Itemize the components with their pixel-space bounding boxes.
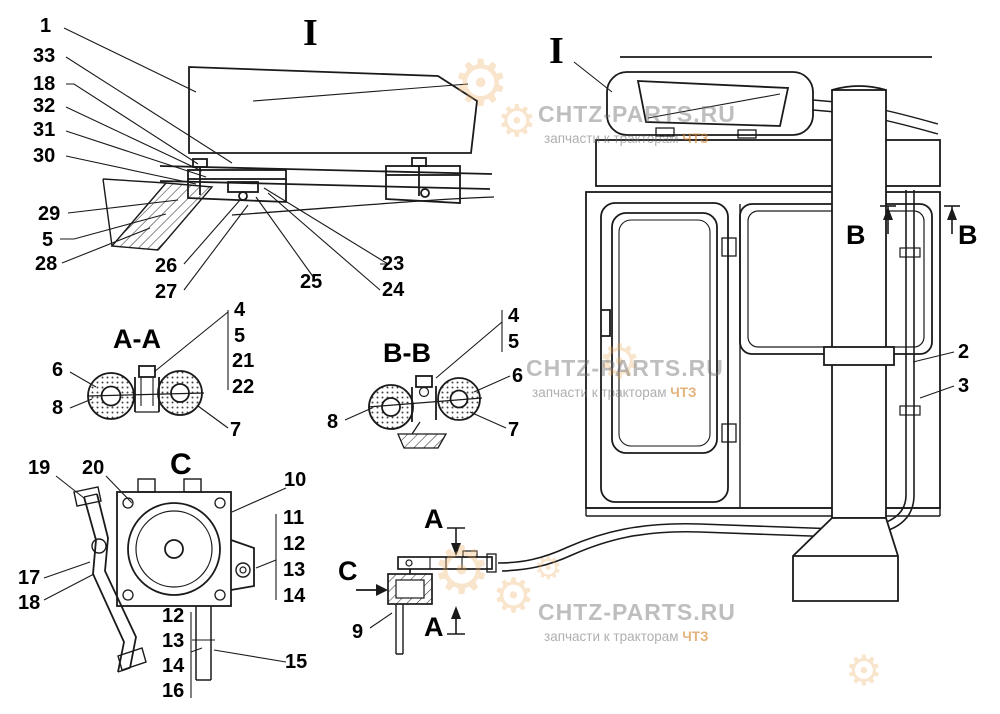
callout-part-8: 8 — [327, 411, 339, 433]
callout-part-23: 23 — [382, 253, 405, 275]
callout-part-10: 10 — [284, 469, 307, 491]
view-label-I-cab: I — [549, 30, 564, 72]
callout-part-26: 26 — [155, 255, 178, 277]
view-arrow-label-c: C — [338, 556, 358, 586]
callout-part-2: 2 — [958, 341, 970, 363]
callout-part-18: 18 — [18, 592, 41, 614]
callout-part-12: 12 — [283, 533, 306, 555]
valve-assembly — [387, 550, 497, 655]
leader-lines — [43, 27, 955, 698]
callout-part-6: 6 — [52, 359, 64, 381]
section-bb-view — [367, 375, 483, 449]
cut-label-b-left: B — [846, 220, 866, 250]
callout-part-6: 6 — [512, 365, 524, 387]
callout-part-12: 12 — [162, 605, 185, 627]
cab-side-view — [497, 56, 941, 602]
callout-part-28: 28 — [35, 253, 58, 275]
cut-label-b-right: B — [958, 220, 978, 250]
callout-part-13: 13 — [283, 559, 306, 581]
view-label-I-detail: I — [303, 12, 318, 54]
callout-part-31: 31 — [33, 119, 56, 141]
muffler-boot — [792, 517, 899, 602]
bracket-foot — [397, 433, 448, 449]
callout-part-14: 14 — [162, 655, 185, 677]
section-label-bb: B-B — [383, 338, 431, 368]
callout-part-25: 25 — [300, 271, 323, 293]
bar — [397, 556, 493, 570]
callout-part-22: 22 — [232, 376, 255, 398]
section-a-cut-marks — [447, 527, 465, 635]
callout-part-9: 9 — [352, 621, 364, 643]
callout-part-7: 7 — [508, 419, 520, 441]
view-label-c: C — [170, 448, 192, 481]
callout-part-5: 5 — [508, 331, 520, 353]
callout-part-14: 14 — [283, 585, 306, 607]
callout-part-21: 21 — [232, 350, 255, 372]
callout-part-5: 5 — [234, 325, 246, 347]
callout-part-18: 18 — [33, 73, 56, 95]
callout-part-33: 33 — [33, 45, 56, 67]
callout-part-1: 1 — [40, 15, 52, 37]
callout-part-27: 27 — [155, 281, 178, 303]
pipe-clamp — [823, 346, 895, 366]
section-aa-view — [87, 365, 205, 420]
cut-label-a-top: A — [424, 504, 444, 534]
section-label-aa: A-A — [113, 324, 161, 354]
cylinder — [387, 573, 433, 605]
callout-part-20: 20 — [82, 457, 105, 479]
cab-door — [600, 202, 729, 503]
callout-part-16: 16 — [162, 680, 185, 702]
callout-part-8: 8 — [52, 397, 64, 419]
callout-part-32: 32 — [33, 95, 56, 117]
callout-part-30: 30 — [33, 145, 56, 167]
callout-part-11: 11 — [283, 507, 305, 529]
callout-part-4: 4 — [234, 299, 246, 321]
flange-plate — [116, 491, 232, 607]
view-c-arrow — [356, 584, 388, 596]
callout-part-3: 3 — [958, 375, 970, 397]
callout-part-13: 13 — [162, 630, 185, 652]
callout-part-19: 19 — [28, 457, 51, 479]
cut-label-a-bottom: A — [424, 612, 444, 642]
callout-part-17: 17 — [18, 567, 41, 589]
view-c-assembly — [73, 478, 255, 681]
exhaust-pipe — [831, 89, 887, 519]
callout-part-15: 15 — [285, 651, 308, 673]
callout-part-24: 24 — [382, 279, 405, 301]
callout-part-29: 29 — [38, 203, 61, 225]
callout-part-5: 5 — [42, 229, 54, 251]
callout-part-4: 4 — [508, 305, 520, 327]
roof-unit — [606, 71, 814, 136]
side-strap — [230, 539, 255, 591]
floor-mount-section-view — [102, 66, 495, 251]
section-b-cut-marks — [880, 205, 960, 234]
callout-part-7: 7 — [230, 419, 242, 441]
